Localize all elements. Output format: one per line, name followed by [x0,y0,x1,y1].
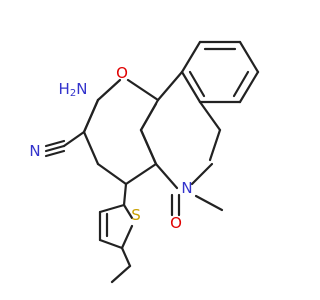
bond [82,130,100,166]
amino-group-label: H2N [59,80,88,99]
benzene-ring [180,40,260,104]
bond [208,128,222,162]
bond [120,224,134,250]
bond [96,78,122,102]
bond [124,162,158,186]
nitrile-triple-2 [44,139,66,148]
amino-n: N [76,80,87,98]
substituents [44,130,86,158]
nitrile-nitrogen-label: N [29,142,40,160]
thiophene-ring [98,182,134,284]
bond [139,128,158,166]
carbonyl-oxygen-label: O [170,214,182,232]
atom-labels: H2N O N N O S [29,64,192,232]
nitrile-triple-1 [44,144,66,153]
bond [98,203,126,214]
bond [126,78,160,102]
bond [180,70,202,104]
amino-h: H [59,80,70,98]
bond [180,40,202,74]
bond [82,98,100,134]
bond [154,162,179,190]
bond [98,238,124,250]
thiophene-sulfur-label: S [131,206,141,224]
ring-oxygen-label: O [116,64,128,82]
bond [238,70,260,104]
nitrile-triple-3 [44,149,66,158]
bond [238,40,260,74]
pyran-ring [82,78,160,186]
bond [198,100,222,132]
ethyl-bond-1 [120,246,132,268]
double-bond-inner [139,102,158,132]
structure-diagram: H2N O N N O S [29,40,260,284]
n-methyl-bond [194,194,224,212]
lactam-nitrogen-label: N [181,179,192,197]
bond [122,182,128,207]
molecule-canvas: H2N O N N O S [29,40,260,284]
double-bond-inner [232,70,250,98]
bond [122,203,134,220]
amino-subscript: 2 [70,88,76,99]
nitrile-link-bond [62,130,86,148]
bond [96,162,128,186]
double-bond-inner [188,70,206,98]
bond [190,162,214,186]
ethyl-bond-2 [110,264,132,284]
bond [156,70,184,102]
